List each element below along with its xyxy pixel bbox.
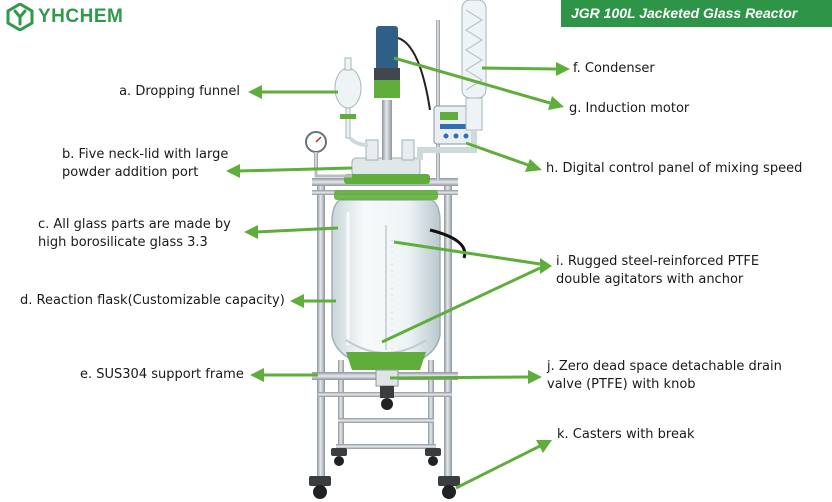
label-j-line2: valve (PTFE) with knob [547,377,696,392]
arrow-d [290,294,336,308]
induction-motor [374,26,431,111]
brand-logo: YHCHEM [6,2,123,32]
label-b-line2: powder addition port [62,165,199,180]
label-g-induction-motor: g. Induction motor [569,100,689,118]
label-h-control-panel: h. Digital control panel of mixing speed [546,160,802,178]
arrow-g [393,56,564,110]
label-k-text: k. Casters with break [557,427,695,442]
label-d-text: d. Reaction flask(Customizable capacity) [20,293,285,308]
caster-wheels [309,448,460,499]
arrow-e [250,368,318,382]
label-c-glass-parts: c. All glass parts are made by high boro… [38,216,231,252]
label-a-dropping-funnel: a. Dropping funnel [119,83,240,101]
label-b-five-neck-lid: b. Five neck-lid with large powder addit… [62,146,228,182]
dropping-funnel [334,57,369,147]
label-b-line1: b. Five neck-lid with large [62,147,229,162]
arrow-f [481,62,570,76]
logo-text: YHCHEM [38,6,124,27]
label-a-text: a. Dropping funnel [119,84,240,99]
arrow-h [465,141,542,172]
label-f-text: f. Condenser [573,61,655,76]
reactor-lid [334,100,438,200]
arrow-b [226,164,353,178]
label-g-text: g. Induction motor [569,101,690,116]
label-h-text: h. Digital control panel of mixing speed [546,161,803,176]
logo-hexagon-icon [6,3,34,31]
label-j-line1: j. Zero dead space detachable drain [547,359,782,374]
label-e-text: e. SUS304 support frame [80,367,244,382]
arrow-c [244,225,339,239]
label-d-reaction-flask: d. Reaction flask(Customizable capacity) [20,292,285,310]
arrow-i [381,240,552,344]
label-f-condenser: f. Condenser [573,60,655,78]
pressure-gauge-icon [305,131,352,178]
label-i-agitators: i. Rugged steel-reinforced PTFE double a… [556,253,759,289]
label-i-line2: double agitators with anchor [556,272,744,287]
arrow-j [389,370,542,384]
label-c-line1: c. All glass parts are made by [38,217,231,232]
label-j-drain-valve: j. Zero dead space detachable drain valv… [547,358,782,394]
drain-valve [346,352,426,410]
label-arrows [226,56,570,490]
title-banner: JGR 100L Jacketed Glass Reactor [561,0,832,27]
label-e-support-frame: e. SUS304 support frame [80,366,244,384]
condenser [417,0,487,160]
arrow-a [248,85,338,99]
label-i-line1: i. Rugged steel-reinforced PTFE [556,254,760,269]
arrow-k [455,440,552,490]
label-k-casters: k. Casters with break [557,426,694,444]
reaction-flask [331,199,441,371]
label-c-line2: high borosilicate glass 3.3 [38,235,208,250]
